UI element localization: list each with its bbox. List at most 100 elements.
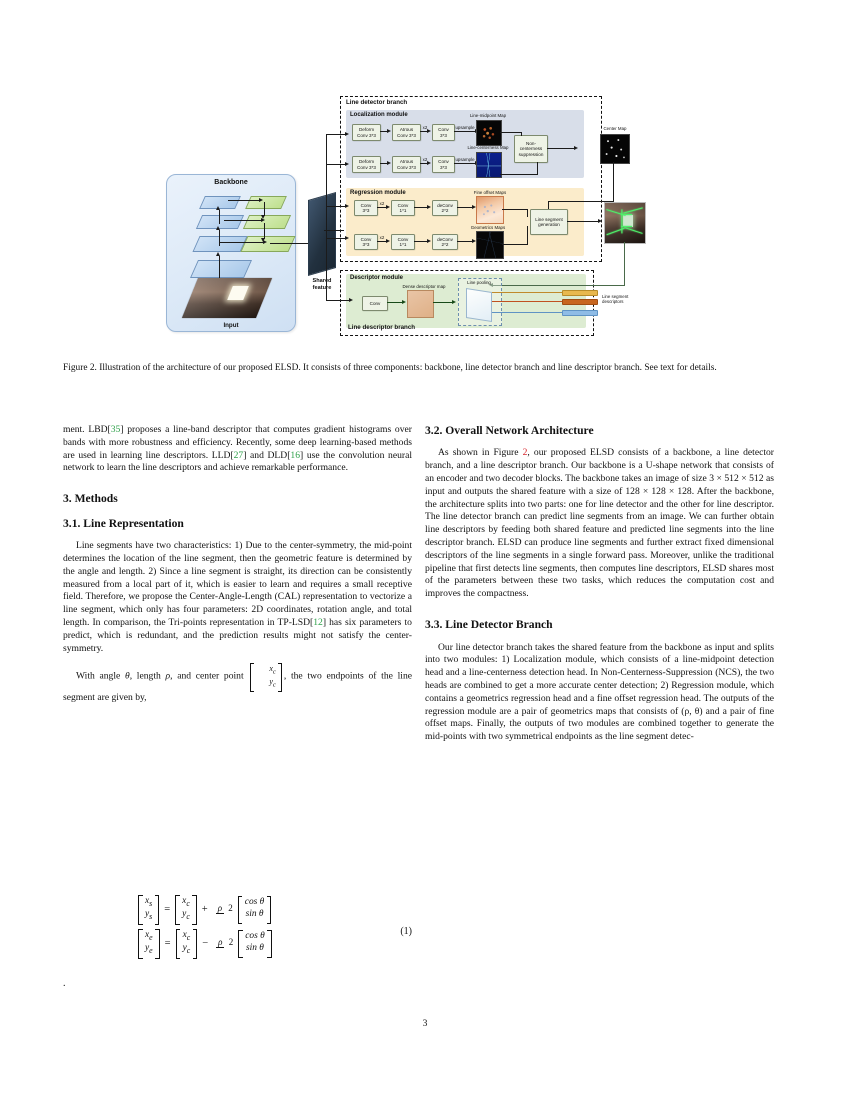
descriptor-line-3 <box>492 312 562 313</box>
paragraph-lbd: ment. LBD[35] proposes a line-band descr… <box>63 424 412 475</box>
eq2-lhs-bot: ye <box>145 943 153 955</box>
symbol-rho: ρ <box>165 670 171 682</box>
eq1-center-top: xc <box>182 896 190 909</box>
reg-top-arrow-head-2 <box>427 204 431 209</box>
rpara1-seg2: , our proposed ELSD consists of a backbo… <box>425 447 775 600</box>
result-line-4 <box>624 227 643 234</box>
decoder-arrow-head-2 <box>261 238 266 242</box>
skip-arrow-3 <box>220 242 264 244</box>
eq1-center-bot: yc <box>182 909 190 921</box>
geometrics-to-lsg-v <box>527 226 529 245</box>
eq1-trig-bot: sin θ <box>245 909 264 919</box>
citation-12[interactable]: 12 <box>313 616 323 628</box>
fanout-to-loc-bot <box>326 164 346 166</box>
encoder-arrow-head-3 <box>216 226 221 230</box>
fanout-head-reg-bot <box>345 235 349 240</box>
eq2-trig-bot: sin θ <box>246 943 264 953</box>
fineoffset-to-lsg-v <box>527 209 529 217</box>
descriptor-arrow-head-1 <box>402 299 406 304</box>
fanout-to-loc-top <box>326 134 346 136</box>
reg-bot-arrow-head-2 <box>427 238 431 243</box>
fineoffset-to-lsg <box>502 209 528 211</box>
loc-bot-arrow-1 <box>380 163 388 165</box>
eq2-center-bot: yc <box>182 943 191 955</box>
reg-top-arrow-2 <box>414 207 428 209</box>
fanout-vertical-down <box>326 230 328 300</box>
eq2-center-top-sub: c <box>186 933 191 943</box>
line-centerness-map-label: Line-centerness Map <box>467 145 509 150</box>
center-point-vector-top-sub: c <box>272 668 276 676</box>
reg-top-arrow-head-1 <box>386 204 390 209</box>
result-down-line <box>624 242 626 286</box>
loc-top-arrow-head-1 <box>387 128 391 133</box>
eq2-lhs-vector: xe ye <box>138 929 160 959</box>
eq1-trig-top: cos θ <box>244 897 265 908</box>
eq2-trig-vector: cos θ sin θ <box>238 930 273 958</box>
citation-16[interactable]: 16 <box>290 449 301 461</box>
loc-bot-arrow-2 <box>420 163 428 165</box>
center-point-vector-bottom-sub: c <box>272 681 276 689</box>
citation-35[interactable]: 35 <box>110 424 121 435</box>
fanout-head-descriptor <box>349 297 353 302</box>
lsg-to-result-arrow <box>567 221 599 223</box>
descriptor-bar-2 <box>562 299 598 305</box>
line-segment-result-image <box>604 202 646 244</box>
centermap-left-line <box>548 201 614 203</box>
result-line-6 <box>621 214 632 215</box>
geometrics-maps-label: Geometrics Maps <box>470 225 506 230</box>
eq1-trig-vector: cos θ sin θ <box>237 896 272 924</box>
equation-row-1: xs ys = xc yc + ρ 2 cos θ sin θ <box>138 892 272 926</box>
encoder-arrow-3 <box>219 230 221 246</box>
encoder-arrow-head-4 <box>216 252 221 256</box>
eq2-frac-den: 2 <box>228 937 234 948</box>
para3-seg4: , the two endpoints of the line segment … <box>63 670 412 703</box>
eq1-equals: = <box>164 903 171 915</box>
line-detector-branch-box <box>340 96 602 262</box>
eq1-lhs-vector: xs ys <box>138 895 160 925</box>
citation-27[interactable]: 27 <box>233 449 244 461</box>
result-line-5 <box>621 209 623 234</box>
encoder-arrow-2 <box>219 210 221 224</box>
midpoint-to-ncs-h <box>500 132 522 134</box>
skip-arrow-1 <box>228 200 260 202</box>
eq1-operator: + <box>201 903 208 915</box>
center-point-vector-bottom: yc <box>269 676 276 689</box>
dense-descriptor-map-image <box>407 290 434 318</box>
loc-bot-arrow-head-1 <box>387 160 391 165</box>
reg-bot-arrow-2 <box>414 241 428 243</box>
skip-arrow-2 <box>224 220 262 222</box>
midpoint-to-ncs-v <box>521 132 523 136</box>
line-midpoint-map-label: Line-midpoint Map <box>469 113 507 118</box>
fine-offset-maps-label: Fine offset Maps <box>473 190 507 195</box>
spacer-before-line-detector <box>425 601 774 618</box>
loc-top-arrow-1 <box>380 131 388 133</box>
equation-row-2: xe ye = xc yc − ρ 2 cos θ sin θ <box>138 926 273 960</box>
loc-bot-arrow-head-2 <box>427 160 431 165</box>
figure-caption-prefix: Figure 2. <box>63 363 97 373</box>
figure-reference-2[interactable]: 2 <box>522 447 528 459</box>
fanout-trunk <box>324 230 344 232</box>
reg-top-x2-label: x2 <box>379 201 385 206</box>
fine-offset-maps-image <box>476 196 504 224</box>
line-pooling-label: Line pooling <box>467 280 491 285</box>
spacer-before-methods <box>63 475 412 492</box>
backbone-output-arrow <box>270 243 320 245</box>
line-detector-branch-caption: Line detector branch <box>346 99 408 106</box>
eq2-lhs-top: xe <box>145 930 153 943</box>
eq1-lhs-top: xs <box>145 896 153 909</box>
eq2-equals: = <box>164 937 171 949</box>
centerness-to-ncs-h <box>500 174 538 176</box>
result-left-line <box>492 285 624 287</box>
paragraph-overall-architecture: As shown in Figure 2, our proposed ELSD … <box>425 447 774 601</box>
eq1-lhs-bot-sub: s <box>149 911 153 921</box>
encoder-arrow-head-2 <box>216 206 221 210</box>
para1-seg3: ] and DLD[ <box>243 449 291 461</box>
decoder-arrow-1 <box>264 202 266 216</box>
